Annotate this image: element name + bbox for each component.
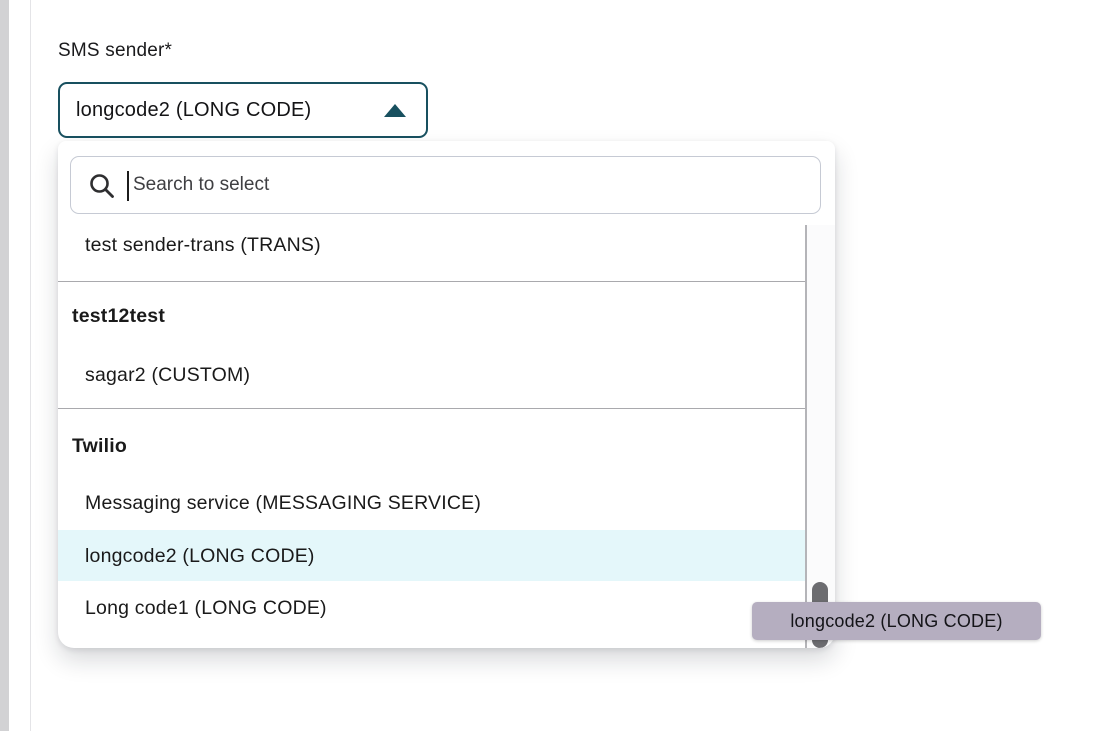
search-box[interactable] <box>70 156 821 214</box>
sms-sender-select[interactable]: longcode2 (LONG CODE) <box>58 82 428 138</box>
window-edge-strip <box>0 0 9 731</box>
scrollbar-track[interactable] <box>805 225 835 648</box>
tooltip-text: longcode2 (LONG CODE) <box>790 610 1003 631</box>
highlighted-option-background <box>58 530 805 581</box>
option-sagar2[interactable]: sagar2 (CUSTOM) <box>85 364 251 386</box>
option-long-code1[interactable]: Long code1 (LONG CODE) <box>85 597 327 619</box>
search-input[interactable] <box>133 157 813 213</box>
options-list: test sender-trans (TRANS) test12test sag… <box>58 225 835 648</box>
sms-sender-label: SMS sender* <box>58 40 173 61</box>
tooltip: longcode2 (LONG CODE) <box>752 602 1041 640</box>
selected-value: longcode2 (LONG CODE) <box>76 98 312 121</box>
card-left-border <box>30 0 31 731</box>
group-header-twilio: Twilio <box>72 435 127 457</box>
group-divider <box>58 281 805 282</box>
group-divider <box>58 408 805 409</box>
search-icon <box>90 174 114 198</box>
option-test-sender-trans[interactable]: test sender-trans (TRANS) <box>85 234 321 256</box>
chevron-up-icon <box>384 103 406 117</box>
option-messaging-service[interactable]: Messaging service (MESSAGING SERVICE) <box>85 492 482 514</box>
text-caret <box>127 171 129 201</box>
sender-dropdown-panel: test sender-trans (TRANS) test12test sag… <box>58 141 835 648</box>
option-longcode2[interactable]: longcode2 (LONG CODE) <box>85 545 315 567</box>
group-header-test12test: test12test <box>72 305 166 327</box>
